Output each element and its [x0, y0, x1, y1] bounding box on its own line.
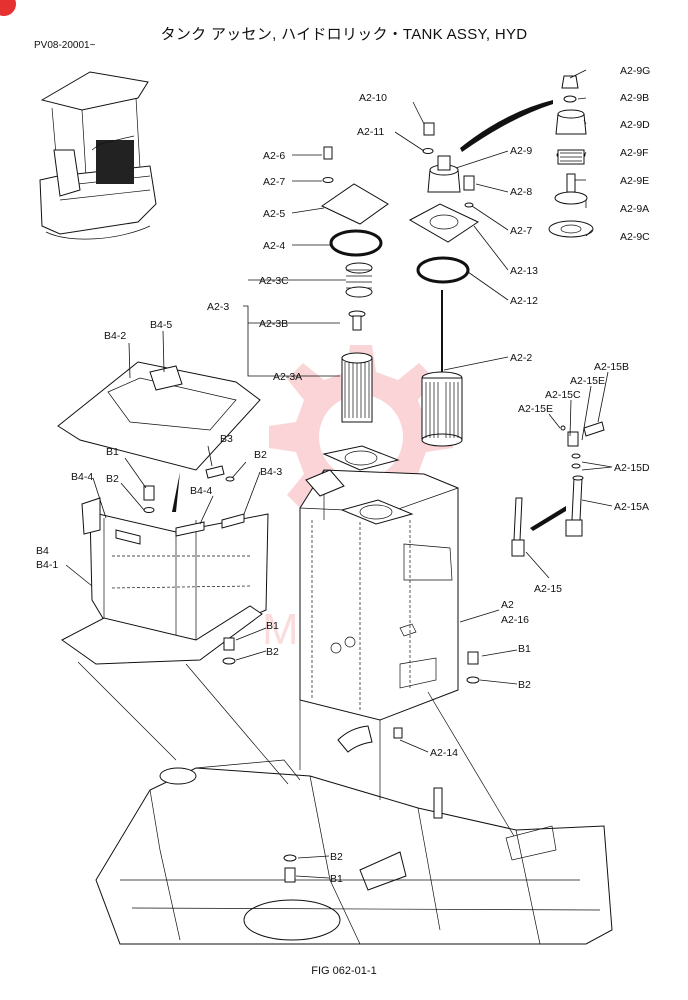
callout-a2-9a: A2-9A — [620, 203, 649, 215]
figure-number: FIG 062-01-1 — [311, 965, 377, 977]
o-ring-a2-12 — [416, 256, 470, 284]
callout-a2-9c: A2-9C — [620, 231, 650, 243]
flange-hole — [429, 214, 459, 230]
bolt-b1-c — [223, 637, 235, 651]
callout-a2-9g: A2-9G — [620, 65, 650, 77]
callout-b4: B4 — [36, 545, 49, 557]
corner-badge — [0, 0, 16, 16]
top-plate — [57, 361, 261, 471]
callout-a2-15a: A2-15A — [614, 501, 649, 513]
callout-b3: B3 — [220, 433, 233, 445]
callout-a2-8: A2-8 — [510, 186, 532, 198]
callout-b1-b: B1 — [266, 620, 279, 632]
side-cover — [61, 497, 269, 665]
callout-a2-15e-top: A2-15E — [570, 375, 605, 387]
diagram-title: タンク アッセン, ハイドロリック・TANK ASSY, HYD — [160, 26, 528, 43]
level-gauge — [511, 421, 605, 557]
callout-b4-4: B4-4 — [71, 471, 93, 483]
base-frame — [95, 759, 613, 945]
callout-b2-b: B2 — [106, 473, 119, 485]
washer-b2-d — [466, 676, 480, 684]
washer-b2-c — [222, 657, 236, 665]
callout-a2-10: A2-10 — [359, 92, 387, 104]
callout-a2-15: A2-15 — [534, 583, 562, 595]
plug-a2-14 — [393, 727, 403, 739]
callout-a2-3b: A2-3B — [259, 318, 288, 330]
washer-b2-b — [143, 507, 155, 513]
callout-b2-e: B2 — [330, 851, 343, 863]
suction-strainer — [341, 262, 373, 423]
callout-a2-6: A2-6 — [263, 150, 285, 162]
callout-b4-1: B4-1 — [36, 559, 58, 571]
a2-3-bracket — [243, 279, 346, 377]
o-ring-a2-4 — [329, 229, 383, 257]
callout-a2-15c: A2-15C — [545, 389, 581, 401]
bolt-b1-d — [467, 651, 479, 665]
callout-a2: A2 — [501, 599, 514, 611]
top-cover — [321, 146, 389, 225]
callout-a2-3a: A2-3A — [273, 371, 302, 383]
callout-b1-c: B1 — [518, 643, 531, 655]
callout-b1-a: B1 — [106, 446, 119, 458]
callout-b2-c: B2 — [266, 646, 279, 658]
callout-a2-15b: A2-15B — [594, 361, 629, 373]
callout-a2-4: A2-4 — [263, 240, 285, 252]
callout-a2-9f: A2-9F — [620, 147, 649, 159]
callout-b2-a: B2 — [254, 449, 267, 461]
breather-assembled — [422, 122, 475, 208]
leader-wedge-2 — [530, 506, 566, 531]
excavator-thumbnail — [39, 71, 157, 240]
hydraulic-tank — [299, 445, 459, 753]
callout-a2-9: A2-9 — [510, 145, 532, 157]
callout-a2-15d: A2-15D — [614, 462, 650, 474]
callout-a2-12: A2-12 — [510, 295, 538, 307]
callout-b2-d: B2 — [518, 679, 531, 691]
callout-a2-2: A2-2 — [510, 352, 532, 364]
callout-b1-d: B1 — [330, 873, 343, 885]
callout-labels: A2-9G A2-9B A2-9D A2-9F A2-9E A2-9A A2-9… — [36, 65, 650, 885]
callout-a2-5: A2-5 — [263, 208, 285, 220]
callout-a2-13: A2-13 — [510, 265, 538, 277]
leader-wedge — [460, 100, 553, 152]
callout-b4-2: B4-2 — [104, 330, 126, 342]
assembly-guide-lines — [77, 661, 515, 837]
bolt-b3 — [205, 465, 225, 479]
return-filter — [421, 290, 463, 447]
flange-plate — [408, 203, 480, 243]
callout-a2-9b: A2-9B — [620, 92, 649, 104]
callout-b4-3: B4-3 — [260, 466, 282, 478]
callout-a2-7-left: A2-7 — [263, 176, 285, 188]
callout-a2-3: A2-3 — [207, 301, 229, 313]
serial-range: PV08-20001~ — [34, 40, 96, 51]
callout-a2-9d: A2-9D — [620, 119, 650, 131]
callout-a2-9e: A2-9E — [620, 175, 649, 187]
callout-a2-16: A2-16 — [501, 614, 529, 626]
leader-lines — [65, 69, 613, 879]
callout-b4-4-b: B4-4 — [190, 485, 212, 497]
breather-exploded — [548, 75, 594, 238]
callout-a2-7: A2-7 — [510, 225, 532, 237]
callout-b4-5: B4-5 — [150, 319, 172, 331]
callout-a2-11: A2-11 — [357, 126, 384, 138]
bolt-b1 — [143, 485, 155, 501]
callout-a2-3c: A2-3C — [259, 275, 289, 287]
callout-a2-14: A2-14 — [430, 747, 458, 759]
leader-wedge-3 — [172, 472, 180, 512]
callout-a2-15e: A2-15E — [518, 403, 553, 415]
